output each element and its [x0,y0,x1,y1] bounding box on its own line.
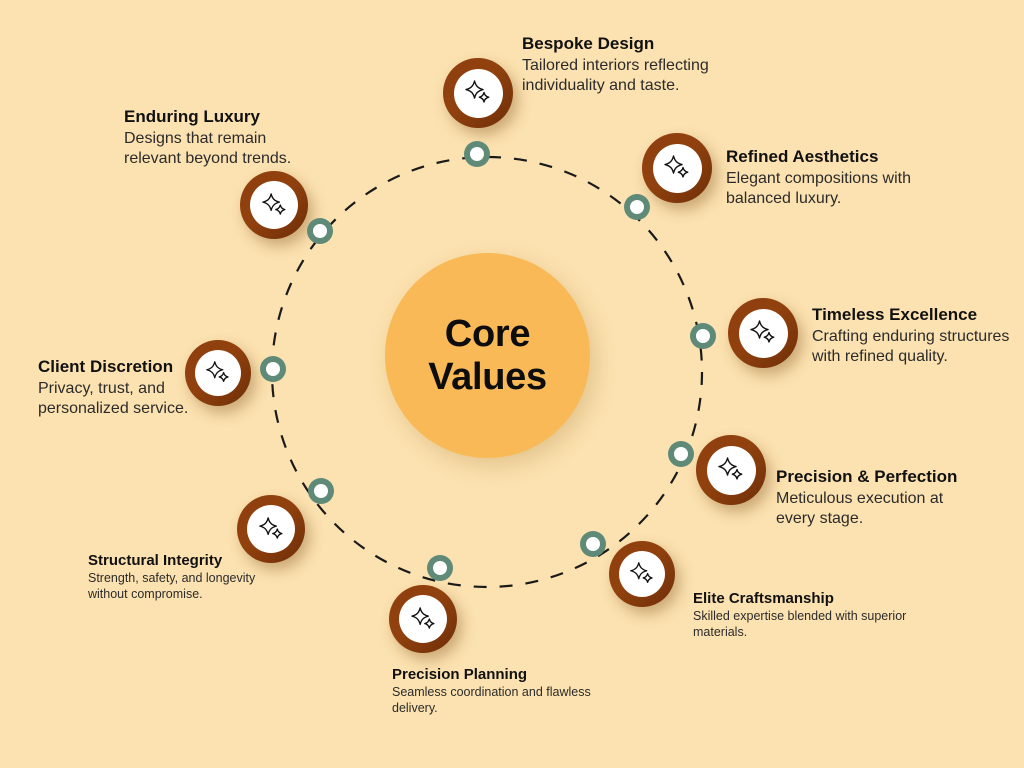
caption-desc: Seamless coordination and flawless deliv… [392,685,591,715]
hub-title: Core Values [428,312,547,398]
caption-precision-perfection: Precision & Perfection Meticulous execut… [776,467,986,529]
node-inner-circle [247,505,295,553]
orbit-marker-right[interactable] [690,323,716,349]
orbit-marker-bottom-left[interactable] [308,478,334,504]
caption-title: Precision Planning [392,666,528,683]
sparkle-icon [463,78,493,108]
node-inner-circle [738,308,788,358]
marker-dot [470,147,484,161]
node-inner-circle [453,68,503,118]
sparkle-icon [662,153,692,183]
caption-enduring-luxury: Enduring Luxury Designs that remain rele… [124,107,324,169]
marker-dot [266,362,280,376]
marker-dot [696,329,710,343]
sparkle-icon [628,560,656,588]
center-hub: Core Values [385,253,590,458]
node-inner-circle [399,595,447,643]
caption-title: Client Discretion [38,357,174,376]
caption-desc: Designs that remain relevant beyond tren… [124,129,292,167]
marker-dot [314,484,328,498]
sparkle-icon [204,359,232,387]
node-bespoke-design[interactable] [443,58,513,128]
caption-desc: Privacy, trust, and personalized service… [38,379,189,417]
node-inner-circle [619,551,665,597]
orbit-marker-left[interactable] [260,356,286,382]
caption-desc: Skilled expertise blended with superior … [693,609,907,639]
caption-title: Structural Integrity [88,552,223,569]
sparkle-icon [748,318,778,348]
orbit-marker-bottom[interactable] [427,555,453,581]
orbit-marker-upper-right[interactable] [624,194,650,220]
node-structural-integrity[interactable] [237,495,305,563]
node-precision-planning[interactable] [389,585,457,653]
caption-bespoke-design: Bespoke Design Tailored interiors reflec… [522,34,782,96]
node-timeless-excellence[interactable] [728,298,798,368]
caption-timeless-excellence: Timeless Excellence Crafting enduring st… [812,305,1012,367]
node-enduring-luxury[interactable] [240,171,308,239]
sparkle-icon [257,515,286,544]
node-inner-circle [652,143,702,193]
caption-title: Bespoke Design [522,34,655,53]
caption-client-discretion: Client Discretion Privacy, trust, and pe… [38,357,218,419]
caption-title: Precision & Perfection [776,467,958,486]
caption-title: Elite Craftsmanship [693,590,834,607]
marker-dot [674,447,688,461]
sparkle-icon [409,605,438,634]
node-client-discretion[interactable] [185,340,251,406]
orbit-marker-lower-right[interactable] [668,441,694,467]
caption-refined-aesthetics: Refined Aesthetics Elegant compositions … [726,147,966,209]
caption-desc: Strength, safety, and longevity without … [88,571,256,601]
caption-title: Enduring Luxury [124,107,260,126]
caption-elite-craftsmanship: Elite Craftsmanship Skilled expertise bl… [693,590,908,641]
node-precision-perfection[interactable] [696,435,766,505]
orbit-marker-bottom-right[interactable] [580,531,606,557]
node-inner-circle [250,181,298,229]
node-inner-circle [195,350,241,396]
marker-dot [433,561,447,575]
marker-dot [313,224,327,238]
node-elite-craftsmanship[interactable] [609,541,675,607]
marker-dot [630,200,644,214]
caption-title: Timeless Excellence [812,305,978,324]
caption-title: Refined Aesthetics [726,147,879,166]
caption-precision-planning: Precision Planning Seamless coordination… [392,666,607,717]
sparkle-icon [260,191,289,220]
caption-structural-integrity: Structural Integrity Strength, safety, a… [88,552,288,603]
marker-dot [586,537,600,551]
caption-desc: Tailored interiors reflecting individual… [522,56,709,94]
caption-desc: Crafting enduring structures with refine… [812,327,1010,365]
orbit-marker-top[interactable] [464,141,490,167]
node-inner-circle [706,445,756,495]
sparkle-icon [716,455,746,485]
caption-desc: Meticulous execution at every stage. [776,489,944,527]
orbit-marker-upper-left[interactable] [307,218,333,244]
node-refined-aesthetics[interactable] [642,133,712,203]
caption-desc: Elegant compositions with balanced luxur… [726,169,911,207]
